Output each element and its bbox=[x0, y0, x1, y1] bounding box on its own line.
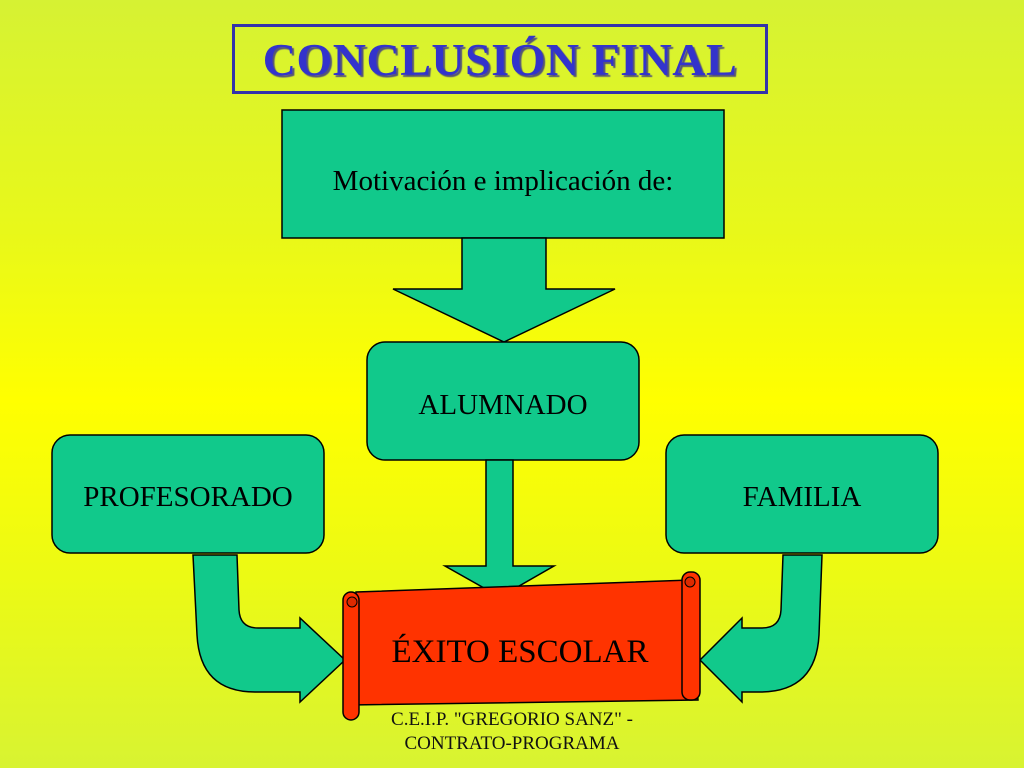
arrow-down-icon bbox=[442, 459, 557, 598]
teachers-box bbox=[51, 434, 325, 554]
family-box bbox=[665, 434, 939, 554]
arrow-down-icon bbox=[392, 237, 616, 343]
motivation-label: Motivación e implicación de: bbox=[333, 165, 674, 197]
family-label: FAMILIA bbox=[743, 481, 862, 513]
curved-arrow-left-icon bbox=[192, 554, 347, 704]
curved-arrow-right-icon bbox=[698, 554, 823, 704]
title-box: CONCLUSIÓN FINAL bbox=[232, 24, 768, 94]
teachers-label: PROFESORADO bbox=[83, 481, 293, 513]
footer-line-2: CONTRATO-PROGRAMA bbox=[404, 733, 620, 754]
students-label: ALUMNADO bbox=[418, 389, 587, 421]
page-title: CONCLUSIÓN FINAL bbox=[262, 33, 738, 85]
footer: C.E.I.P. "GREGORIO SANZ" - CONTRATO-PROG… bbox=[336, 708, 688, 756]
success-scroll bbox=[342, 571, 701, 721]
success-label: ÉXITO ESCOLAR bbox=[392, 633, 649, 670]
footer-line-1: C.E.I.P. "GREGORIO SANZ" - bbox=[391, 709, 633, 730]
motivation-box bbox=[281, 109, 725, 239]
